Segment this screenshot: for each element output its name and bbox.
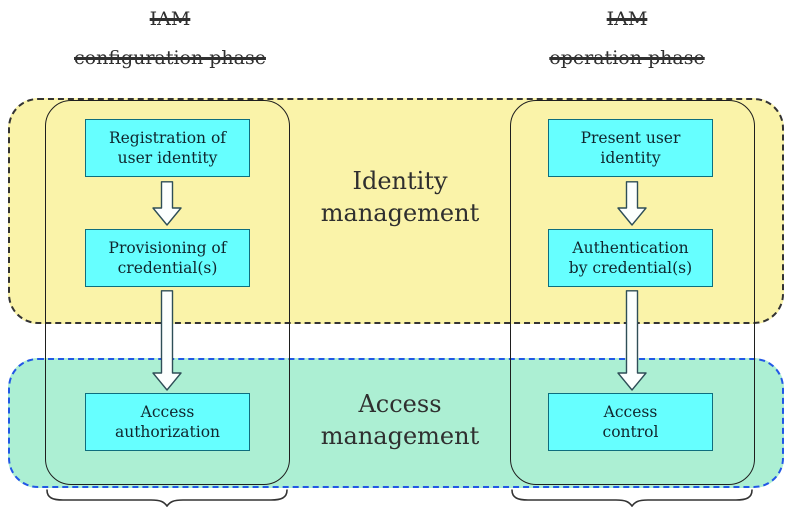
authentication-by-credentials-box: Authentication by credential(s) xyxy=(548,229,713,287)
present-user-identity-box: Present user identity xyxy=(548,119,713,177)
down-arrow-icon xyxy=(617,290,647,391)
configuration-phase-header-line2: configuration phase xyxy=(74,46,266,69)
configuration-phase-header: IAM configuration phase xyxy=(30,8,310,86)
down-arrow-icon xyxy=(617,181,647,226)
operation-phase-column xyxy=(510,100,755,485)
access-authorization-box: Access authorization xyxy=(85,393,250,451)
configuration-column-underbrace-icon xyxy=(46,489,288,507)
access-control-box: Access control xyxy=(548,393,713,451)
down-arrow-icon xyxy=(152,290,182,391)
access-management-label: Access management xyxy=(320,390,480,451)
registration-of-user-identity-box: Registration of user identity xyxy=(85,119,250,177)
operation-column-underbrace-icon xyxy=(511,489,753,507)
operation-phase-header: IAM operation phase xyxy=(487,8,767,86)
operation-phase-header-line1: IAM xyxy=(606,8,648,30)
identity-management-label: Identity management xyxy=(320,167,480,228)
configuration-phase-header-line1: IAM xyxy=(149,8,191,30)
down-arrow-icon xyxy=(152,181,182,226)
provisioning-of-credentials-box: Provisioning of credential(s) xyxy=(85,229,250,287)
operation-phase-header-line2: operation phase xyxy=(549,46,705,69)
configuration-phase-column xyxy=(45,100,290,485)
